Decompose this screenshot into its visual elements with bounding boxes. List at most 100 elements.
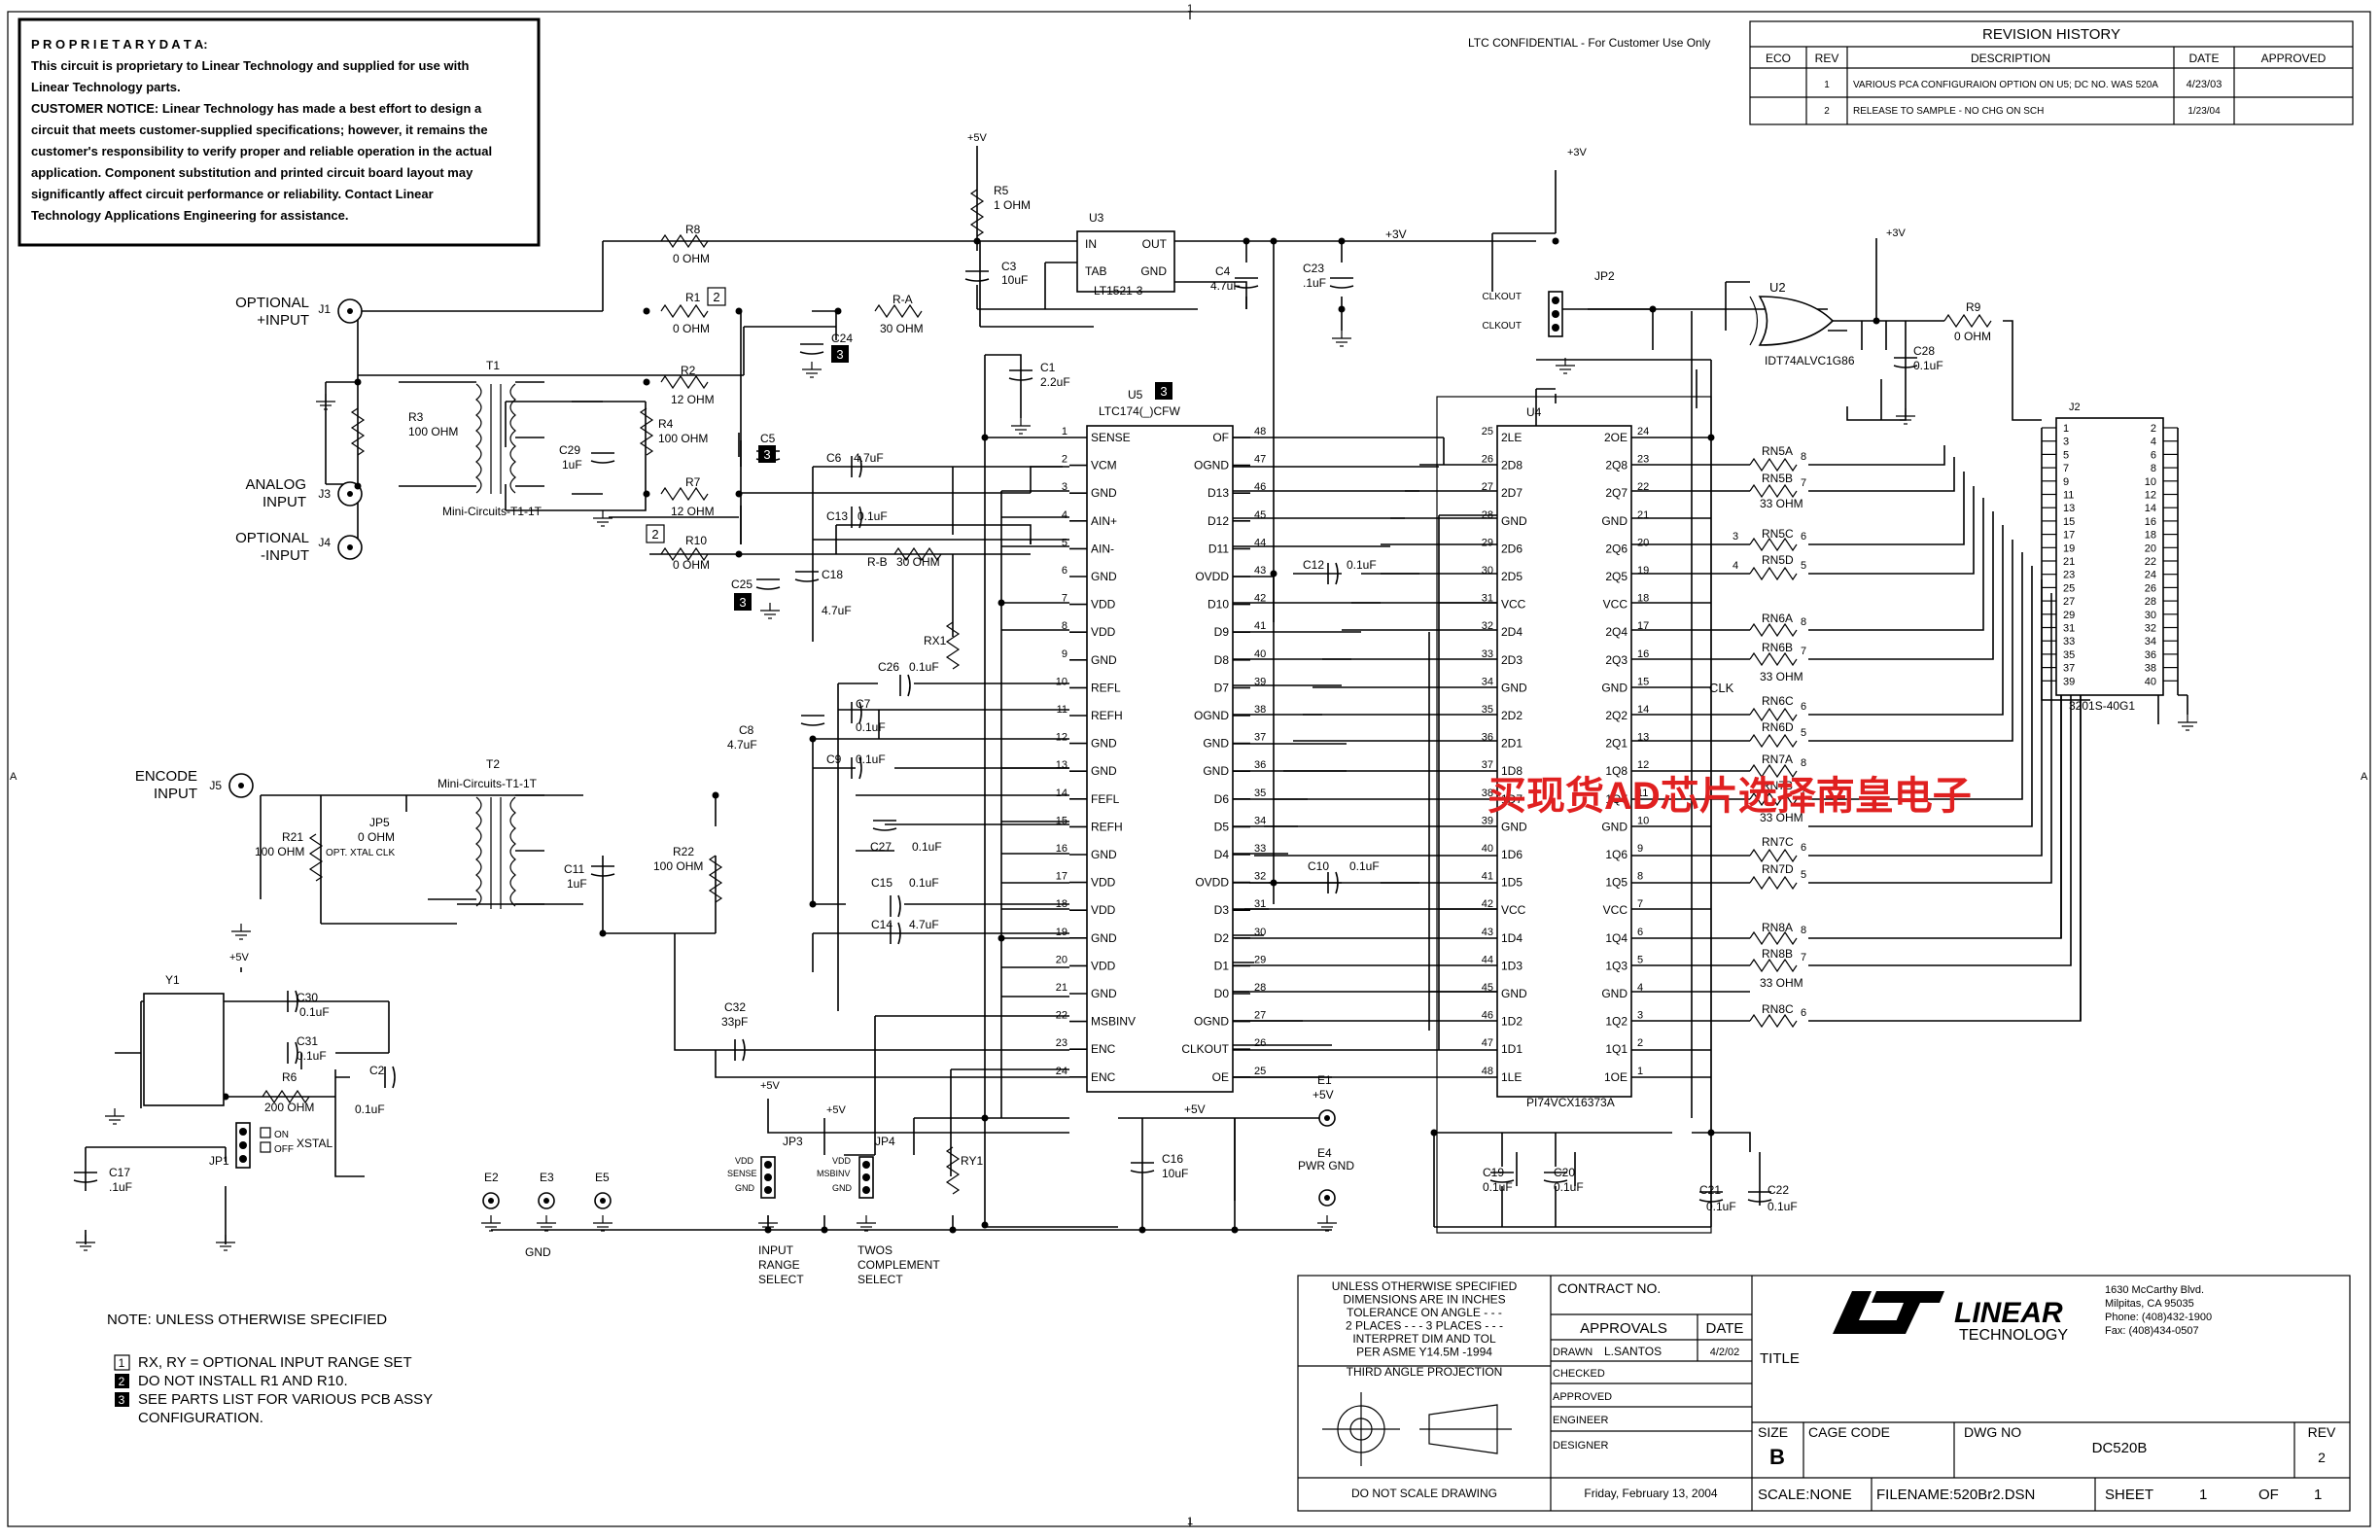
- j2-pin-odd: 17: [2063, 530, 2075, 542]
- label-j2: J2: [2069, 402, 2081, 413]
- junction-dot: [973, 237, 981, 245]
- u4-pin-num: 48: [1482, 1066, 1493, 1077]
- label-r2: R2: [681, 364, 696, 377]
- label-r5: R5: [994, 184, 1009, 197]
- u5-pin-num: 47: [1254, 454, 1266, 466]
- label-c4-val: 4.7uF: [1210, 279, 1241, 293]
- label-e3: E3: [540, 1171, 554, 1184]
- lt-logo-mark: [1833, 1291, 1906, 1334]
- label-u4: U4: [1526, 405, 1542, 419]
- label-r6: R6: [282, 1070, 298, 1084]
- u5-pin-num: 5: [1062, 537, 1068, 548]
- j2-pin-even: 14: [2145, 503, 2156, 514]
- u4-pin-name: 1D7: [1501, 792, 1522, 806]
- j2-pin-odd: 5: [2063, 449, 2069, 461]
- label-c15: C15: [871, 876, 892, 890]
- u4-pin-num: 40: [1482, 843, 1493, 855]
- label-rn5c: RN5C: [1762, 527, 1794, 541]
- u4-pin-num: 23: [1637, 454, 1649, 466]
- drawing-number: DC520B: [2092, 1440, 2148, 1456]
- label-c27: C27: [870, 840, 892, 854]
- junction-dot: [1430, 1129, 1438, 1137]
- svg-text:6: 6: [1801, 531, 1806, 542]
- u5-pin-num: 19: [1056, 927, 1068, 938]
- proprietary-line: significantly affect circuit performance…: [31, 187, 434, 201]
- u5-pin-num: 20: [1056, 954, 1068, 965]
- watermark: 买现货AD芯片选择南皇电子: [1488, 775, 1972, 818]
- label-c10-val: 0.1uF: [1349, 859, 1380, 873]
- label-c12-val: 0.1uF: [1347, 558, 1377, 572]
- u4-pin-num: 17: [1637, 620, 1649, 632]
- j1-connector: [337, 298, 363, 324]
- u4-pin-name: 2D6: [1501, 542, 1522, 555]
- u5-pin-name: VCM: [1091, 459, 1117, 472]
- label-c15-val: 0.1uF: [909, 876, 939, 890]
- label-r9-val: 0 OHM: [1954, 330, 1991, 343]
- u4-pin-name: 2Q5: [1605, 570, 1628, 583]
- svg-text:8: 8: [1801, 451, 1806, 463]
- approvals-label: APPROVALS: [1580, 1320, 1667, 1337]
- date-header: DATE: [1706, 1320, 1744, 1337]
- rev-row1-rev: 1: [1824, 80, 1830, 90]
- label-c9: C9: [826, 752, 842, 766]
- u4-pin-num: 19: [1637, 565, 1649, 577]
- u5-pin-num: 31: [1254, 898, 1266, 910]
- j2-pin-even: 32: [2145, 623, 2156, 635]
- t1-transformer: [399, 381, 544, 494]
- u5-pin-name: OF: [1212, 431, 1229, 444]
- resistors: [262, 189, 1992, 1195]
- svg-text:3: 3: [1732, 531, 1738, 542]
- u4-pin-num: 44: [1482, 954, 1493, 965]
- tolerance-line: PER ASME Y14.5M -1994: [1356, 1346, 1492, 1359]
- j2-pin-odd: 1: [2063, 423, 2069, 435]
- label-jp2-a: CLKOUT: [1482, 292, 1522, 302]
- junction-dot: [981, 1221, 989, 1229]
- label-c22-val: 0.1uF: [1768, 1200, 1798, 1213]
- label-jp1-off: OFF: [274, 1144, 294, 1155]
- label-rn8c: RN8C: [1762, 1002, 1794, 1016]
- label-rn7d: RN7D: [1762, 862, 1794, 876]
- u5-pin-name: SENSE: [1091, 431, 1131, 444]
- u4-pin-name: 1D6: [1501, 848, 1522, 861]
- u4-pin-name: GND: [1601, 987, 1628, 1000]
- u5-pin-num: 25: [1254, 1066, 1266, 1077]
- u5-pin-num: 6: [1062, 565, 1068, 577]
- note-3: SEE PARTS LIST FOR VARIOUS PCB ASSY: [138, 1391, 433, 1408]
- u4-pin-num: 25: [1482, 426, 1493, 438]
- label-c22: C22: [1768, 1183, 1789, 1197]
- junction-dot: [821, 1226, 828, 1234]
- u5-pin-name: AIN+: [1091, 514, 1117, 528]
- u5-pin-name: GND: [1091, 486, 1117, 500]
- label-rn6d: RN6D: [1762, 720, 1794, 734]
- svg-text:3: 3: [763, 447, 770, 462]
- sheet-size: B: [1769, 1445, 1785, 1469]
- u5-pin-num: 32: [1254, 871, 1266, 883]
- j2-pin-odd: 23: [2063, 570, 2075, 581]
- u4-pin-name: 1Q5: [1605, 876, 1628, 890]
- u4-pin-num: 29: [1482, 537, 1493, 548]
- u5-pin-num: 37: [1254, 732, 1266, 744]
- label-c27-val: 0.1uF: [912, 840, 942, 854]
- label-c4: C4: [1215, 264, 1231, 278]
- u5-pin-num: 41: [1254, 620, 1266, 632]
- u4-pin-num: 2: [1637, 1037, 1643, 1049]
- zone-col-bottom: 1: [1187, 1516, 1193, 1527]
- u4-pin-name: 2D7: [1501, 486, 1522, 500]
- u4-pin-name: 2D3: [1501, 653, 1522, 667]
- svg-text:6: 6: [1801, 842, 1806, 854]
- u5-pin-name: FEFL: [1091, 792, 1120, 806]
- junction-dot: [735, 490, 743, 498]
- junction-dot: [599, 929, 607, 937]
- label-t2-part: Mini-Circuits-T1-1T: [438, 777, 538, 790]
- label-rn7b: RN7B: [1762, 779, 1793, 792]
- label-jp4-msb: MSBINV: [817, 1169, 851, 1178]
- u5-pin-name: OGND: [1194, 459, 1229, 472]
- u5-pin-num: 24: [1056, 1066, 1068, 1077]
- j2-pin-even: 6: [2151, 449, 2156, 461]
- label-c20: C20: [1554, 1166, 1575, 1179]
- svg-text:3: 3: [1160, 384, 1167, 399]
- svg-text:3: 3: [836, 347, 843, 362]
- u5-pin-name: OE: [1212, 1070, 1229, 1084]
